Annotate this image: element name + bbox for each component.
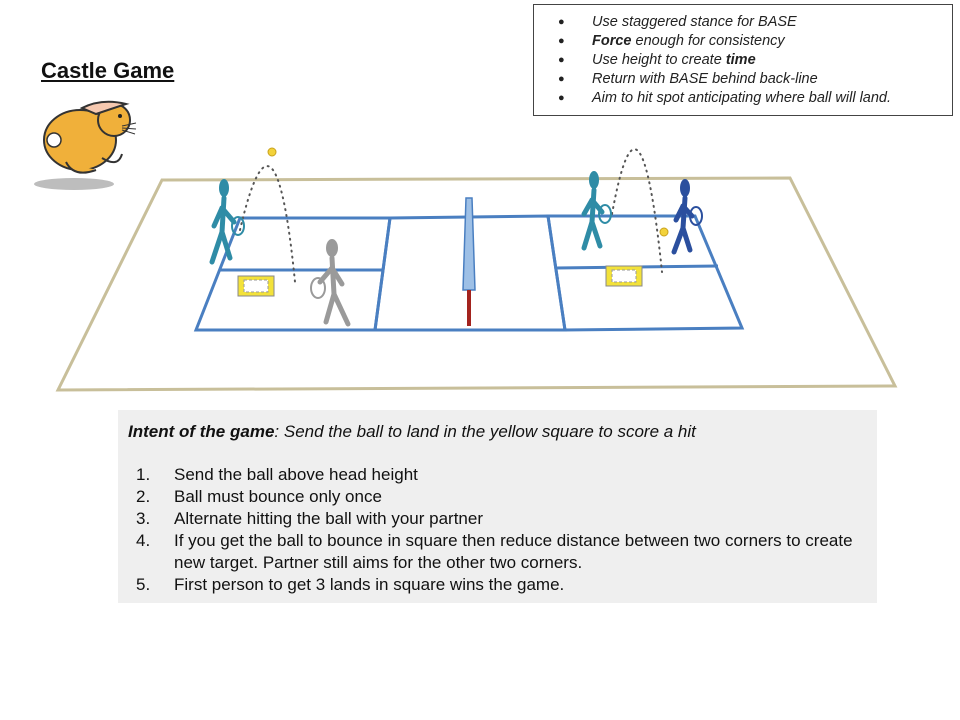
ball-trajectory [239, 165, 296, 283]
tip-item: Force enough for consistency [558, 32, 942, 51]
tip-item: Use height to create time [558, 51, 942, 70]
rule-item: 1.Send the ball above head height [136, 465, 418, 484]
page-title: Castle Game [41, 58, 175, 83]
player-icon [581, 171, 612, 251]
rules-list: 1.Send the ball above head height 2.Ball… [128, 464, 867, 596]
rules-panel: Intent of the game: Send the ball to lan… [118, 410, 877, 603]
tips-list: Use staggered stance for BASE Force enou… [558, 13, 942, 108]
tip-item: Aim to hit spot anticipating where ball … [558, 89, 942, 108]
right-court [546, 214, 745, 332]
rabbit-icon [34, 100, 137, 190]
court-illustration [55, 147, 898, 392]
court-outer-boundary [55, 176, 898, 392]
net [462, 197, 476, 291]
rule-item: 3.Alternate hitting the ball with your p… [136, 509, 484, 528]
game-intent: Intent of the game: Send the ball to lan… [128, 422, 696, 441]
tip-item: Return with BASE behind back-line [558, 70, 942, 89]
player-icon [310, 239, 351, 327]
tip-item: Use staggered stance for BASE [558, 13, 942, 32]
rule-item: 5.First person to get 3 lands in square … [136, 575, 565, 594]
player-icon [209, 179, 245, 265]
player-icon [671, 179, 703, 255]
target-square-icon [605, 265, 643, 287]
ball-icon [267, 147, 277, 157]
ball-trajectory [611, 148, 663, 273]
tips-box: Use staggered stance for BASE Force enou… [533, 4, 953, 116]
target-square-icon [237, 275, 275, 297]
rule-item: 4.If you get the ball to bounce in squar… [136, 531, 853, 572]
rule-item: 2.Ball must bounce only once [136, 487, 382, 506]
ball-icon [659, 227, 669, 237]
